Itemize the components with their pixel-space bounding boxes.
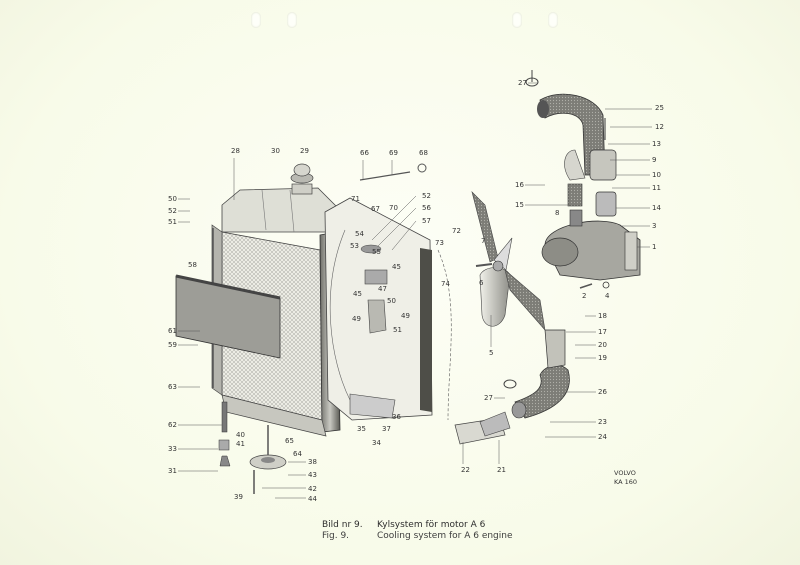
part-callout: 43	[308, 471, 317, 479]
part-callout: 10	[652, 171, 661, 179]
fan	[471, 191, 546, 331]
part-callout: 49	[401, 312, 410, 320]
water-pump	[541, 209, 641, 289]
part-callout: 30	[271, 147, 280, 155]
upper-hose-thermostat	[525, 70, 617, 217]
punch-hole	[512, 12, 522, 28]
part-callout: 28	[231, 147, 240, 155]
part-callout: 22	[461, 466, 470, 474]
fan-shroud	[324, 163, 433, 421]
punch-hole	[548, 12, 558, 28]
part-callout: 45	[353, 290, 362, 298]
part-callout: 71	[351, 195, 360, 203]
part-callout: 16	[515, 181, 524, 189]
caption-en-text: Cooling system for A 6 engine	[377, 531, 513, 541]
part-callout: 63	[168, 383, 177, 391]
part-callout: 12	[655, 123, 664, 131]
stamp-line-2: KA 160	[614, 478, 638, 486]
part-callout: 72	[452, 227, 461, 235]
part-callout: 2	[582, 292, 587, 300]
part-callout: 38	[308, 458, 317, 466]
part-callout: 33	[168, 445, 177, 453]
part-callout: 34	[372, 439, 381, 447]
part-callout: 39	[234, 493, 243, 501]
part-callout: 6	[479, 279, 484, 287]
part-callout: 18	[598, 312, 607, 320]
part-callout: 17	[598, 328, 607, 336]
part-callout: 25	[655, 104, 664, 112]
part-callout: 36	[392, 413, 401, 421]
part-callout: 44	[308, 495, 317, 503]
part-callout: 14	[652, 204, 661, 212]
part-callout: 45	[392, 263, 401, 271]
part-callout: 69	[389, 149, 398, 157]
caption-english: Fig. 9. Cooling system for A 6 engine	[322, 531, 513, 542]
part-callout: 70	[389, 204, 398, 212]
part-callout: 35	[357, 425, 366, 433]
part-callout: 59	[168, 341, 177, 349]
caption-sv-text: Kylsystem för motor A 6	[377, 520, 486, 530]
part-callout: 42	[308, 485, 317, 493]
radiator	[175, 163, 341, 494]
stamp-line-1: VOLVO	[614, 469, 636, 477]
part-callout: 19	[598, 354, 607, 362]
punch-hole	[287, 12, 297, 28]
part-callout: 58	[188, 261, 197, 269]
part-callout: 3	[652, 222, 657, 230]
part-callout: 67	[371, 205, 380, 213]
caption-sv-label: Bild nr 9.	[322, 520, 363, 530]
part-callout: 51	[393, 326, 402, 334]
part-callout: 49	[352, 315, 361, 323]
part-callout: 5	[489, 349, 494, 357]
part-callout: 51	[168, 218, 177, 226]
part-callout: 8	[555, 209, 560, 217]
part-callout: 47	[378, 285, 387, 293]
part-callout: 74	[441, 280, 450, 288]
part-callout: 50	[387, 297, 396, 305]
part-callout: 20	[598, 341, 607, 349]
part-callout: 1	[652, 243, 657, 251]
part-callout: 21	[497, 466, 506, 474]
volvo-stamp: VOLVO KA 160	[614, 469, 637, 487]
part-callout: 68	[419, 149, 428, 157]
part-callout: 27	[518, 79, 527, 87]
part-callout: 53	[350, 242, 359, 250]
part-callout: 7	[481, 237, 486, 245]
part-callout: 29	[300, 147, 309, 155]
part-callout: 31	[168, 467, 177, 475]
figure-caption: Bild nr 9. Kylsystem för motor A 6 Fig. …	[322, 520, 513, 542]
lower-hose-outlet	[437, 249, 570, 445]
part-callout: 13	[652, 140, 661, 148]
part-callout: 11	[652, 184, 661, 192]
part-callout: 64	[293, 450, 302, 458]
caption-en-label: Fig. 9.	[322, 531, 350, 541]
part-callout: 66	[360, 149, 369, 157]
part-callout: 37	[382, 425, 391, 433]
part-callout: 40	[236, 431, 245, 439]
leader-lines	[178, 82, 652, 499]
part-callout: 27	[484, 394, 493, 402]
part-callout: 50	[168, 195, 177, 203]
part-callout: 56	[422, 204, 431, 212]
part-callout: 41	[236, 440, 245, 448]
part-callout: 52	[422, 192, 431, 200]
part-callout: 26	[598, 388, 607, 396]
part-callout: 65	[285, 437, 294, 445]
part-callout: 57	[422, 217, 431, 225]
part-callout: 24	[598, 433, 607, 441]
part-callout: 62	[168, 421, 177, 429]
part-callout: 9	[652, 156, 657, 164]
part-callout: 73	[435, 239, 444, 247]
part-callout: 4	[605, 292, 610, 300]
part-callout: 23	[598, 418, 607, 426]
part-callout: 52	[168, 207, 177, 215]
part-callout: 55	[372, 248, 381, 256]
part-callout: 54	[355, 230, 364, 238]
caption-swedish: Bild nr 9. Kylsystem för motor A 6	[322, 520, 513, 531]
punch-hole	[251, 12, 261, 28]
part-callout: 61	[168, 327, 177, 335]
part-callout: 15	[515, 201, 524, 209]
